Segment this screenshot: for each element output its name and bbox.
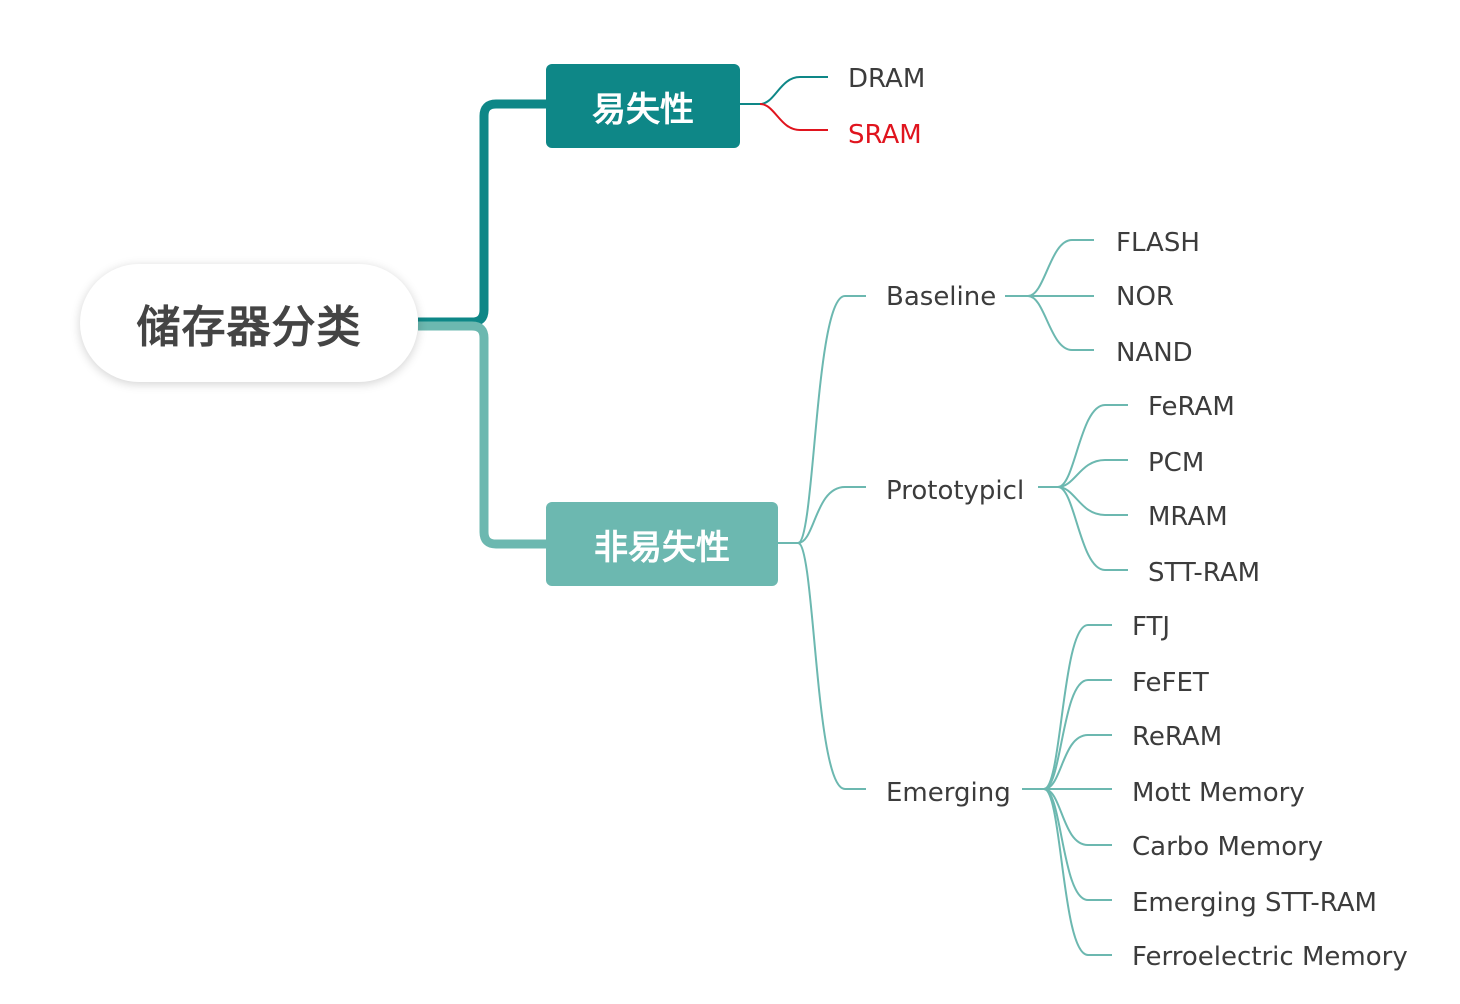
group-baseline[interactable]: Baseline — [886, 282, 997, 312]
baseline-child-nand[interactable]: NAND — [1116, 338, 1193, 368]
emerging-child-mott-memory[interactable]: Mott Memory — [1132, 778, 1305, 808]
group-prototypicl[interactable]: Prototypicl — [886, 476, 1025, 506]
prototypicl-child-feram[interactable]: FeRAM — [1148, 392, 1235, 422]
emerging-child-ferroelectric-memory[interactable]: Ferroelectric Memory — [1132, 942, 1408, 972]
volatile-child-dram[interactable]: DRAM — [848, 64, 926, 94]
group-emerging[interactable]: Emerging — [886, 778, 1011, 808]
volatile-child-sram[interactable]: SRAM — [848, 120, 922, 150]
emerging-child-reram[interactable]: ReRAM — [1132, 722, 1223, 752]
prototypicl-child-pcm[interactable]: PCM — [1148, 448, 1205, 478]
baseline-child-nor[interactable]: NOR — [1116, 282, 1174, 312]
prototypicl-child-stt-ram[interactable]: STT-RAM — [1148, 558, 1261, 588]
emerging-child-carbo-memory[interactable]: Carbo Memory — [1132, 832, 1324, 862]
emerging-child-emerging-stt-ram[interactable]: Emerging STT-RAM — [1132, 888, 1377, 918]
emerging-child-ftj[interactable]: FTJ — [1132, 612, 1171, 642]
volatile-node[interactable]: 易失性 — [546, 64, 740, 148]
nonvolatile-node[interactable]: 非易失性 — [546, 502, 778, 586]
emerging-child-fefet[interactable]: FeFET — [1132, 668, 1209, 698]
root-node[interactable]: 储存器分类 — [80, 264, 418, 382]
prototypicl-child-mram[interactable]: MRAM — [1148, 502, 1228, 532]
baseline-child-flash[interactable]: FLASH — [1116, 228, 1200, 258]
